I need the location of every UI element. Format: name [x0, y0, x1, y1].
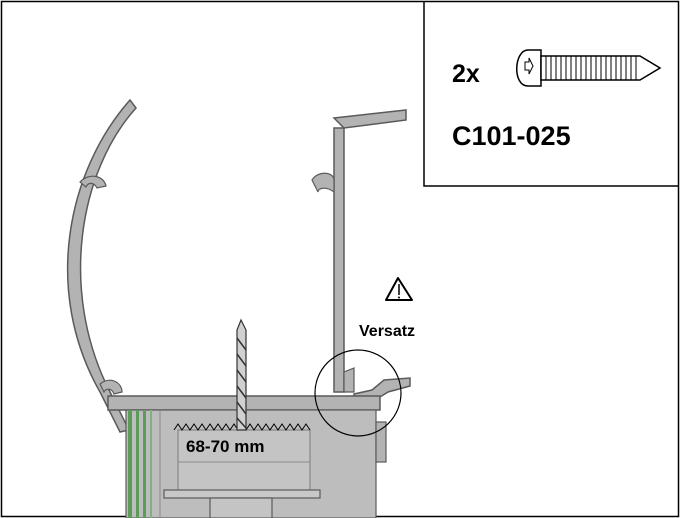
- drill-bit: [236, 318, 247, 431]
- screw-part-number: C101-025: [452, 121, 571, 151]
- curved-profile: [66, 98, 137, 433]
- warning-icon: [385, 277, 413, 301]
- parts-callout-box: 2x C101-025: [423, 2, 679, 187]
- offset-warning-label: Versatz: [359, 323, 415, 340]
- right-profile: [311, 109, 411, 405]
- housing-body: [125, 409, 387, 518]
- screw-quantity: 2x: [452, 60, 480, 88]
- screw-icon: [516, 49, 662, 87]
- parts-box-border: [423, 2, 679, 187]
- hole-saw-diameter-label: 68-70 mm: [186, 437, 264, 456]
- offset-detail-circle: [314, 349, 402, 437]
